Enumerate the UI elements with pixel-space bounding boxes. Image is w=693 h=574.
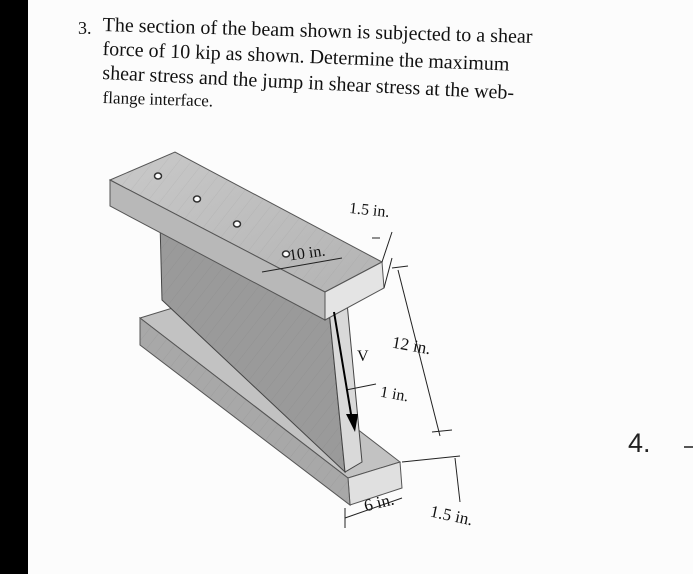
shear-force-label: V <box>357 348 369 365</box>
next-problem-number: 4. <box>628 428 651 458</box>
bolt-hole <box>153 172 163 180</box>
problem-number: 3. <box>78 18 92 38</box>
bolt-hole <box>192 195 202 203</box>
shear-force-arrow <box>333 311 358 432</box>
bolt-hole <box>232 220 242 228</box>
next-problem-text-fragment <box>684 446 693 448</box>
dimension-lines <box>261 231 461 528</box>
bolt-hole <box>281 250 291 258</box>
